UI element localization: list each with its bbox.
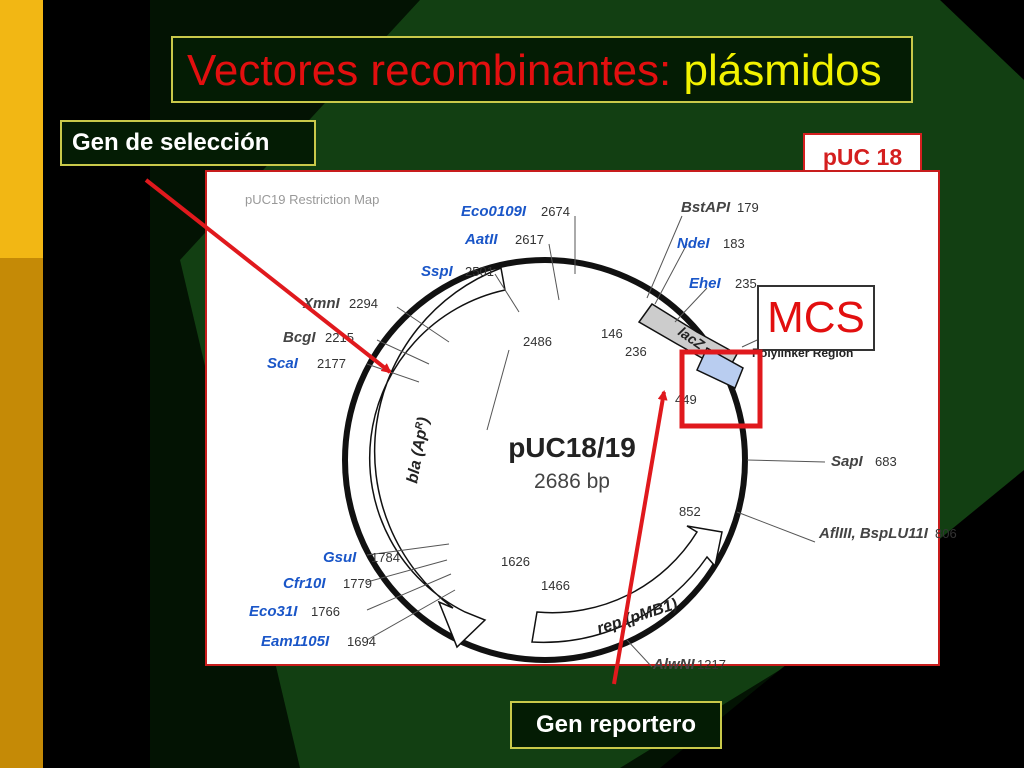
site-eco31i: Eco31I (249, 603, 298, 620)
plasmid-map-panel: pUC19 Restriction Map bla (ApR) rep (pMB… (205, 170, 957, 673)
leader-lines (366, 215, 826, 668)
site-aatii-pos: 2617 (515, 232, 544, 247)
plasmid-map: pUC19 Restriction Map bla (ApR) rep (pMB… (245, 192, 957, 673)
site-sapi: SapI (831, 453, 864, 470)
inner-num-146: 146 (601, 326, 623, 341)
site-xmni-pos: 2294 (349, 296, 378, 311)
inner-num-852: 852 (679, 504, 701, 519)
site-cfr10i-pos: 1779 (343, 576, 372, 591)
site-alwni-pos: 1217 (697, 657, 726, 672)
site-aatii: AatII (464, 231, 498, 248)
slide-title: Vectores recombinantes: plásmidos (171, 36, 913, 103)
map-header: pUC19 Restriction Map (245, 192, 379, 207)
inner-num-449: 449 (675, 392, 697, 407)
title-part-red: Vectores recombinantes: (187, 46, 672, 95)
site-eam1105i-pos: 1694 (347, 634, 376, 649)
site-bcgi: BcgI (283, 329, 316, 346)
site-eam1105i: Eam1105I (261, 633, 330, 650)
site-cfr10i: Cfr10I (283, 575, 326, 592)
label-selection-gene: Gen de selección (60, 120, 316, 166)
site-afliii: AflIII, BspLU11I (818, 525, 929, 542)
site-ndei-pos: 183 (723, 236, 745, 251)
site-eco0109i-pos: 2674 (541, 204, 570, 219)
site-alwni: AlwNI (652, 656, 696, 673)
label-reporter-gene: Gen reportero (510, 701, 722, 749)
site-sspi-pos: 2501 (465, 264, 494, 279)
site-afliii-pos: 806 (935, 526, 957, 541)
bla-gene-arrow (369, 266, 506, 649)
site-ndei: NdeI (677, 235, 710, 252)
plasmid-name: pUC18/19 (508, 432, 636, 463)
inner-num-1626: 1626 (501, 554, 530, 569)
site-ehei-pos: 235 (735, 276, 757, 291)
label-mcs: MCS (757, 285, 875, 351)
plasmid-circle (342, 257, 748, 663)
site-scai: ScaI (267, 355, 299, 372)
site-eco0109i: Eco0109I (461, 203, 527, 220)
site-gsui: GsuI (323, 549, 357, 566)
site-sapi-pos: 683 (875, 454, 897, 469)
site-bcgi-pos: 2215 (325, 330, 354, 345)
site-eco31i-pos: 1766 (311, 604, 340, 619)
inner-num-236: 236 (625, 344, 647, 359)
rep-gene-arrow (531, 525, 723, 644)
title-part-yellow: plásmidos (683, 46, 882, 95)
plasmid-size: 2686 bp (534, 470, 610, 493)
site-bstapi-pos: 179 (737, 200, 759, 215)
site-xmni: XmnI (302, 295, 341, 312)
bla-gene-label: bla (ApR) (404, 416, 433, 485)
inner-num-2486: 2486 (523, 334, 552, 349)
inner-num-1466: 1466 (541, 578, 570, 593)
site-scai-pos: 2177 (317, 356, 346, 371)
site-ehei: EheI (689, 275, 722, 292)
site-sspi: SspI (421, 263, 454, 280)
site-bstapi: BstAPI (681, 199, 731, 216)
site-gsui-pos: 1784 (371, 550, 400, 565)
